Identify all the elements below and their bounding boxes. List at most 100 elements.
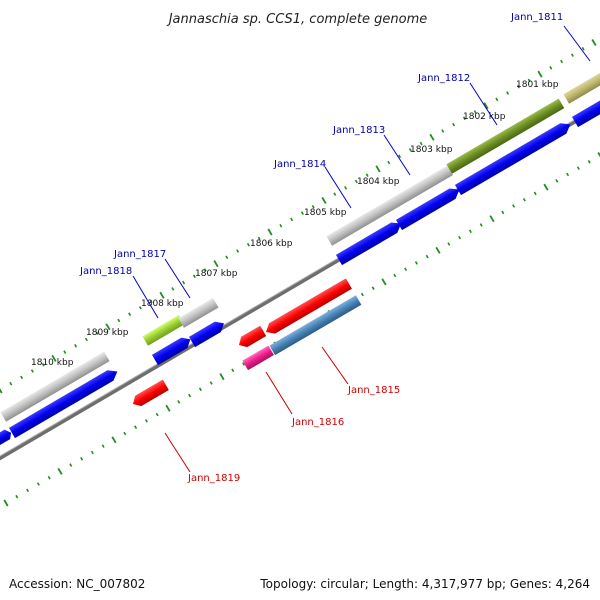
major-tick bbox=[159, 291, 165, 299]
gene-label-jann-1816[interactable]: Jann_1816 bbox=[291, 417, 344, 428]
map-title: Jannaschia sp. CCS1, complete genome bbox=[166, 12, 428, 27]
minor-tick bbox=[393, 273, 397, 278]
minor-tick bbox=[123, 431, 127, 436]
cds-forward-arrow[interactable] bbox=[571, 96, 600, 128]
feature-steel-1815[interactable] bbox=[269, 295, 362, 356]
minor-tick bbox=[209, 381, 213, 385]
minor-tick bbox=[144, 419, 148, 423]
feature-lane-upper bbox=[0, 69, 600, 422]
minor-tick bbox=[344, 186, 348, 190]
major-tick bbox=[321, 196, 327, 204]
minor-tick bbox=[360, 292, 364, 297]
minor-tick bbox=[414, 261, 418, 265]
minor-tick bbox=[90, 450, 94, 455]
minor-tick bbox=[527, 78, 531, 83]
major-tick bbox=[267, 228, 273, 236]
gene-label-jann-1813[interactable]: Jann_1813 bbox=[332, 125, 385, 136]
feature-pink-1816[interactable] bbox=[242, 345, 274, 371]
kbp-label: 1805 kbp bbox=[304, 208, 347, 218]
gene-label-jann-1812[interactable]: Jann_1812 bbox=[417, 73, 470, 84]
minor-tick bbox=[203, 268, 207, 272]
minor-tick bbox=[581, 47, 585, 51]
major-tick bbox=[537, 70, 543, 78]
minor-tick bbox=[20, 375, 24, 380]
minor-tick bbox=[36, 482, 40, 486]
gene-label-jann-1817[interactable]: Jann_1817 bbox=[113, 249, 166, 260]
minor-tick bbox=[47, 475, 51, 480]
minor-tick bbox=[495, 97, 499, 102]
gene-label-jann-1811[interactable]: Jann_1811 bbox=[510, 12, 563, 23]
cds-forward-lane bbox=[0, 96, 600, 447]
minor-tick bbox=[138, 306, 142, 310]
major-tick bbox=[51, 354, 57, 362]
major-tick bbox=[57, 467, 63, 475]
major-tick bbox=[3, 499, 9, 507]
kbp-label: 1807 kbp bbox=[195, 269, 238, 279]
outer-tick-row bbox=[0, 39, 597, 394]
minor-tick bbox=[447, 242, 451, 246]
minor-tick bbox=[26, 488, 30, 493]
minor-tick bbox=[560, 59, 564, 64]
major-tick bbox=[591, 39, 597, 46]
minor-tick bbox=[576, 166, 580, 170]
minor-tick bbox=[501, 210, 505, 215]
feature-khaki-1811[interactable] bbox=[563, 69, 600, 104]
minor-tick bbox=[242, 362, 246, 366]
gene-label-jann-1815[interactable]: Jann_1815 bbox=[347, 385, 400, 396]
major-tick bbox=[435, 246, 441, 254]
minor-tick bbox=[522, 197, 526, 202]
gene-label-jann-1819[interactable]: Jann_1819 bbox=[187, 473, 240, 484]
kbp-label: 1808 kbp bbox=[141, 299, 184, 309]
major-tick bbox=[381, 278, 387, 286]
feature-gray-1810[interactable] bbox=[0, 351, 110, 422]
topology-text: Topology: circular; Length: 4,317,977 bp… bbox=[260, 577, 590, 591]
major-tick bbox=[489, 215, 495, 223]
kbp-label: 1801 kbp bbox=[516, 80, 559, 90]
gene-label-jann-1814[interactable]: Jann_1814 bbox=[273, 159, 326, 170]
feature-gray-1817[interactable] bbox=[178, 298, 219, 328]
feature-lime-1818[interactable] bbox=[142, 315, 185, 346]
minor-tick bbox=[512, 204, 516, 208]
kbp-label: 1804 kbp bbox=[357, 177, 400, 187]
cds-forward-arrow[interactable] bbox=[188, 318, 227, 348]
minor-tick bbox=[155, 412, 159, 417]
minor-tick bbox=[80, 457, 84, 461]
cds-forward-arrow[interactable] bbox=[8, 366, 120, 439]
minor-tick bbox=[425, 254, 429, 259]
feature-gray-1814[interactable] bbox=[326, 165, 453, 246]
major-tick bbox=[165, 404, 171, 412]
feature-olive-1812[interactable] bbox=[446, 98, 565, 174]
cds-forward-arrow[interactable] bbox=[395, 185, 462, 231]
minor-tick bbox=[441, 129, 445, 133]
minor-tick bbox=[177, 400, 181, 404]
minor-tick bbox=[570, 53, 574, 57]
major-tick bbox=[0, 388, 3, 394]
cds-forward-arrow[interactable] bbox=[151, 334, 193, 366]
cds-reverse-arrow[interactable] bbox=[236, 325, 267, 350]
minor-tick bbox=[117, 318, 121, 323]
minor-tick bbox=[300, 211, 304, 215]
gene-labels: Jann_1811 Jann_1812 Jann_1813 Jann_1814 … bbox=[79, 12, 563, 484]
major-tick bbox=[597, 152, 600, 158]
minor-tick bbox=[246, 242, 250, 247]
minor-tick bbox=[182, 280, 186, 285]
minor-tick bbox=[134, 425, 138, 429]
cds-forward-arrow[interactable] bbox=[454, 119, 573, 196]
cds-reverse-arrow-1815[interactable] bbox=[263, 278, 352, 337]
minor-tick bbox=[192, 274, 196, 279]
cds-forward-arrow[interactable] bbox=[0, 428, 14, 447]
gene-leader-lines bbox=[132, 25, 591, 473]
minor-tick bbox=[149, 299, 153, 304]
minor-tick bbox=[555, 179, 559, 183]
gene-label-jann-1818[interactable]: Jann_1818 bbox=[79, 266, 132, 277]
minor-tick bbox=[506, 91, 510, 95]
minor-tick bbox=[404, 267, 408, 272]
major-tick bbox=[429, 133, 435, 141]
minor-tick bbox=[419, 141, 423, 146]
cds-forward-arrow[interactable] bbox=[335, 218, 404, 266]
minor-tick bbox=[41, 362, 45, 367]
kbp-scale: 1801 kbp 1802 kbp 1803 kbp 1804 kbp 1805… bbox=[31, 80, 559, 368]
minor-tick bbox=[236, 249, 240, 253]
minor-tick bbox=[398, 154, 402, 159]
cds-reverse-arrow-1819[interactable] bbox=[130, 379, 169, 410]
